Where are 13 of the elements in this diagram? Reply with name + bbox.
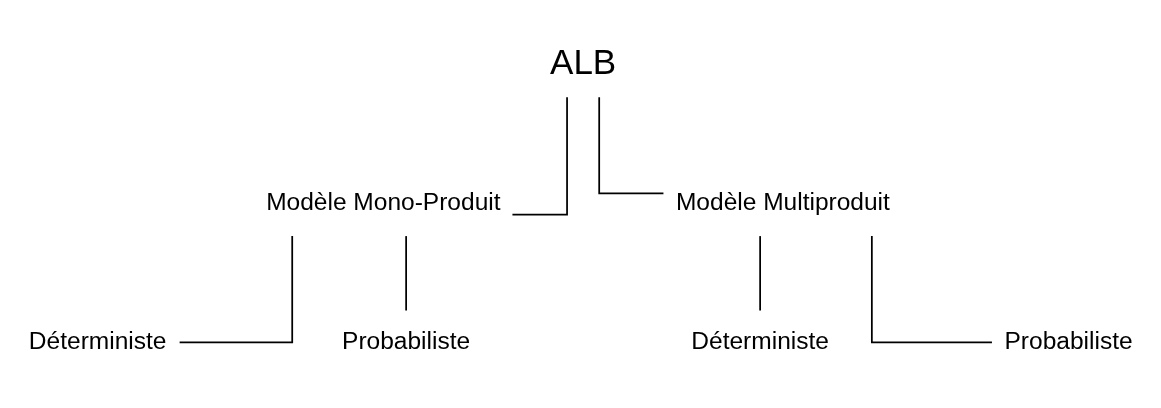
node-text: Modèle Mono-Produit <box>266 188 501 216</box>
node-text: ALB <box>550 42 617 82</box>
connector <box>511 96 568 216</box>
connector <box>598 96 665 195</box>
node-text: Probabiliste <box>1004 326 1133 354</box>
node-text: Déterministe <box>691 326 829 354</box>
node-text: Déterministe <box>28 326 167 354</box>
connector <box>870 235 993 344</box>
node-text: Probabiliste <box>342 326 471 354</box>
connector <box>178 235 294 344</box>
connector <box>405 235 407 312</box>
node-text: Modèle Multiproduit <box>675 188 890 216</box>
connector <box>759 235 761 312</box>
